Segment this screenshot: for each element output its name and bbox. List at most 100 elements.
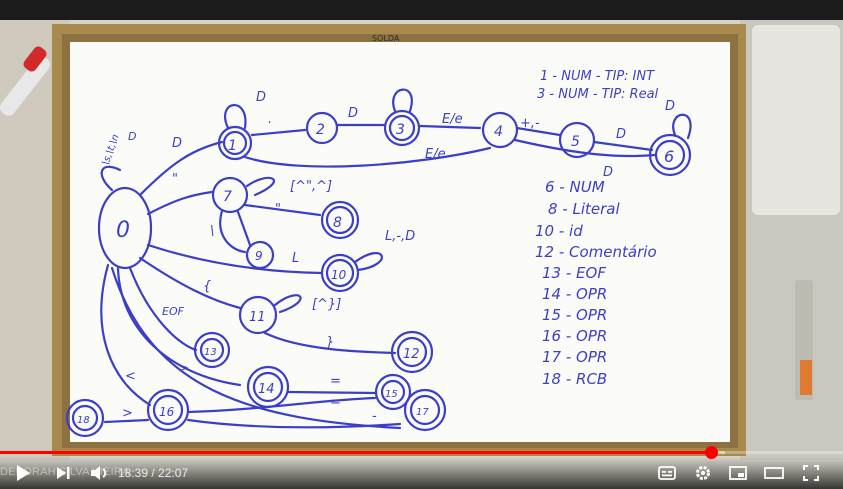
- svg-text:1: 1: [228, 138, 237, 154]
- svg-text:7: 7: [223, 189, 232, 205]
- state-6: [648, 133, 692, 177]
- volume-icon: [91, 466, 107, 480]
- svg-text:L: L: [292, 251, 299, 266]
- svg-text:}: }: [326, 335, 334, 350]
- state-numbers: 0 1 2 3 4 5 6 7 8 9 10 11 12 13 14 15 16…: [77, 122, 674, 426]
- svg-text:4: 4: [494, 124, 503, 140]
- state-17: [403, 388, 447, 432]
- svg-text:18 - RCB: 18 - RCB: [542, 370, 607, 388]
- board-header-label: SOLDA: [372, 34, 400, 43]
- svg-text:11: 11: [249, 310, 266, 325]
- svg-text:": ": [172, 172, 178, 187]
- svg-text:D: D: [603, 165, 613, 180]
- edge-labels: D " { EOF < > D . D E/e E/e +,- D D [^",…: [100, 90, 675, 424]
- svg-text:5: 5: [571, 134, 580, 150]
- svg-text:E/e: E/e: [442, 112, 463, 127]
- svg-text:14 - OPR: 14 - OPR: [542, 285, 607, 303]
- svg-text:D: D: [256, 90, 266, 105]
- svg-text:12: 12: [403, 347, 420, 362]
- svg-text:18: 18: [77, 415, 90, 426]
- svg-text:10 - id: 10 - id: [535, 222, 583, 240]
- subtitles-button[interactable]: [656, 461, 678, 485]
- svg-text:15: 15: [385, 389, 398, 400]
- subtitles-icon: [658, 466, 676, 480]
- svg-text:3: 3: [396, 122, 405, 138]
- svg-text:16: 16: [159, 405, 175, 419]
- svg-text:17 - OPR: 17 - OPR: [542, 348, 607, 366]
- state-13: [193, 331, 231, 369]
- state-15: [374, 373, 412, 411]
- svg-text:8: 8: [333, 215, 342, 231]
- svg-text:14: 14: [258, 382, 275, 397]
- fsm-diagram: [65, 88, 692, 438]
- theater-icon: [764, 467, 784, 479]
- svg-text:+,-: +,-: [520, 116, 540, 131]
- svg-text:D: D: [665, 99, 675, 114]
- svg-text:[^}]: [^}]: [312, 297, 341, 312]
- svg-text:>: >: [178, 361, 189, 376]
- svg-text:3 - NUM - TIP: Real: 3 - NUM - TIP: Real: [537, 87, 659, 102]
- player-controls: DEBORAH SILVA VIEIRA 18:39 / 22:07: [0, 446, 843, 489]
- state-1: [217, 125, 253, 161]
- legend: 1 - NUM - TIP: INT 3 - NUM - TIP: Real 6…: [535, 69, 659, 388]
- svg-text:{: {: [203, 279, 211, 294]
- svg-text:[^",^]: [^",^]: [290, 179, 332, 194]
- state-5: [558, 121, 596, 159]
- theater-mode-button[interactable]: [763, 461, 785, 485]
- svg-text:.: .: [268, 112, 272, 127]
- svg-text:<: <: [125, 369, 136, 384]
- state-2: [305, 111, 339, 145]
- svg-text:L,-,D: L,-,D: [385, 229, 415, 244]
- play-button[interactable]: [12, 461, 34, 485]
- svg-text:2: 2: [316, 122, 325, 138]
- svg-text:15 - OPR: 15 - OPR: [542, 306, 607, 324]
- state-7: [211, 176, 249, 214]
- miniplayer-icon: [729, 466, 747, 480]
- svg-text:EOF: EOF: [162, 305, 185, 318]
- svg-text:=: =: [330, 374, 341, 389]
- state-11: [238, 295, 278, 335]
- svg-text:13 - EOF: 13 - EOF: [542, 264, 606, 282]
- current-time: 18:39: [118, 466, 149, 480]
- mute-button[interactable]: [88, 461, 112, 485]
- progress-played: [0, 451, 711, 454]
- svg-text:1 - NUM - TIP: INT: 1 - NUM - TIP: INT: [540, 69, 655, 84]
- next-icon: [57, 467, 70, 479]
- svg-text:E/e: E/e: [425, 147, 446, 162]
- state-9: [245, 240, 275, 270]
- svg-text:D: D: [616, 127, 626, 142]
- fullscreen-icon: [803, 465, 819, 481]
- svg-text:10: 10: [331, 268, 347, 282]
- state-3: [383, 109, 421, 147]
- svg-text:-: -: [372, 409, 377, 424]
- state-8: [320, 200, 360, 240]
- state-0: [97, 186, 153, 270]
- settings-button[interactable]: [692, 461, 714, 485]
- state-10: [320, 253, 360, 293]
- time-separator: /: [148, 466, 159, 480]
- svg-text:\: \: [210, 224, 214, 239]
- play-icon: [17, 465, 30, 481]
- svg-text:16 - OPR: 16 - OPR: [542, 327, 607, 345]
- svg-text:8 - Literal: 8 - Literal: [548, 200, 620, 218]
- svg-text:D: D: [348, 106, 358, 121]
- marker-pen: [0, 46, 51, 116]
- progress-bar[interactable]: [0, 446, 843, 459]
- svg-text:0: 0: [116, 218, 130, 243]
- svg-text:>: >: [122, 406, 133, 421]
- svg-text:6 - NUM: 6 - NUM: [545, 178, 605, 196]
- miniplayer-button[interactable]: [727, 461, 749, 485]
- svg-text:12 - Comentário: 12 - Comentário: [535, 243, 657, 261]
- time-display: 18:39 / 22:07: [118, 466, 188, 480]
- state-18: [65, 398, 105, 438]
- gear-icon: [696, 466, 710, 480]
- scrubber-handle[interactable]: [704, 446, 718, 459]
- fullscreen-button[interactable]: [800, 461, 822, 485]
- state-12: [390, 330, 434, 374]
- svg-text:=: =: [330, 395, 341, 410]
- svg-text:6: 6: [664, 147, 674, 166]
- state-16: [146, 388, 190, 432]
- next-button[interactable]: [52, 461, 74, 485]
